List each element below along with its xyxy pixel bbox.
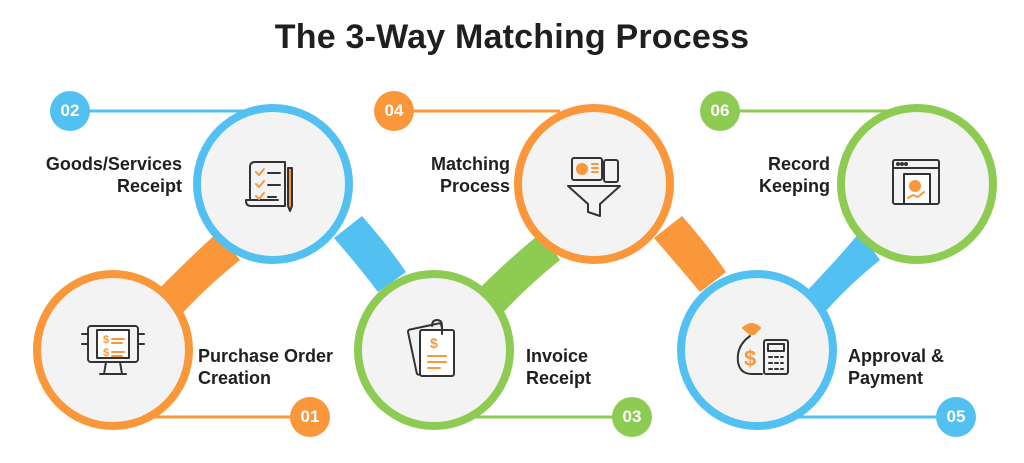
- invoice-document-icon: $: [406, 319, 455, 377]
- svg-text:$: $: [103, 334, 109, 346]
- monitor-dollar-icon: $ $: [81, 325, 145, 375]
- step-06-badge: 06: [700, 91, 740, 131]
- neck-orange-2: [654, 216, 726, 292]
- step-04-label: Matching Process: [431, 153, 510, 197]
- step-02-badge: 02: [50, 91, 90, 131]
- step-06-label-line2: Keeping: [758, 176, 830, 196]
- step-03-label: Invoice Receipt: [526, 345, 591, 389]
- step-03-label-line2: Receipt: [526, 368, 592, 388]
- step-01-label-line2: Creation: [198, 368, 272, 388]
- step-02-label-line1: Goods/Services: [45, 154, 182, 174]
- step-03-badge: 03: [612, 397, 652, 437]
- browser-report-icon: [892, 159, 940, 205]
- svg-text:$: $: [103, 347, 109, 359]
- neck-orange-1: [150, 232, 240, 318]
- step-05-badge: 05: [936, 397, 976, 437]
- step-03-label-line1: Invoice: [526, 346, 589, 366]
- step-04-label-line1: Matching: [431, 154, 510, 174]
- ring-04: [514, 104, 674, 264]
- page-title: The 3-Way Matching Process: [274, 18, 750, 56]
- step-06-label: Record Keeping: [759, 153, 830, 197]
- ring-05: [677, 270, 837, 430]
- step-05-label-line1: Approval &: [848, 346, 945, 366]
- step-04-label-line2: Process: [439, 176, 510, 196]
- neck-blue-2: [800, 232, 880, 318]
- neck-blue-1: [334, 216, 406, 292]
- step-01-label: Purchase Order Creation: [198, 345, 333, 389]
- checklist-scroll-icon: [245, 161, 293, 212]
- step-02-label-line2: Receipt: [116, 176, 182, 196]
- svg-text:$: $: [744, 346, 756, 371]
- step-05-label-line2: Payment: [848, 368, 924, 388]
- svg-text:$: $: [430, 335, 438, 351]
- step-06-label-line1: Record: [767, 154, 830, 174]
- step-05-label: Approval & Payment: [848, 345, 944, 389]
- step-01-label-line1: Purchase Order: [198, 346, 334, 366]
- step-01-badge: 01: [290, 397, 330, 437]
- step-02-label: Goods/Services Receipt: [46, 153, 182, 197]
- funnel-documents-icon: [567, 157, 621, 217]
- step-04-badge: 04: [374, 91, 414, 131]
- money-bag-calculator-icon: $: [736, 323, 789, 375]
